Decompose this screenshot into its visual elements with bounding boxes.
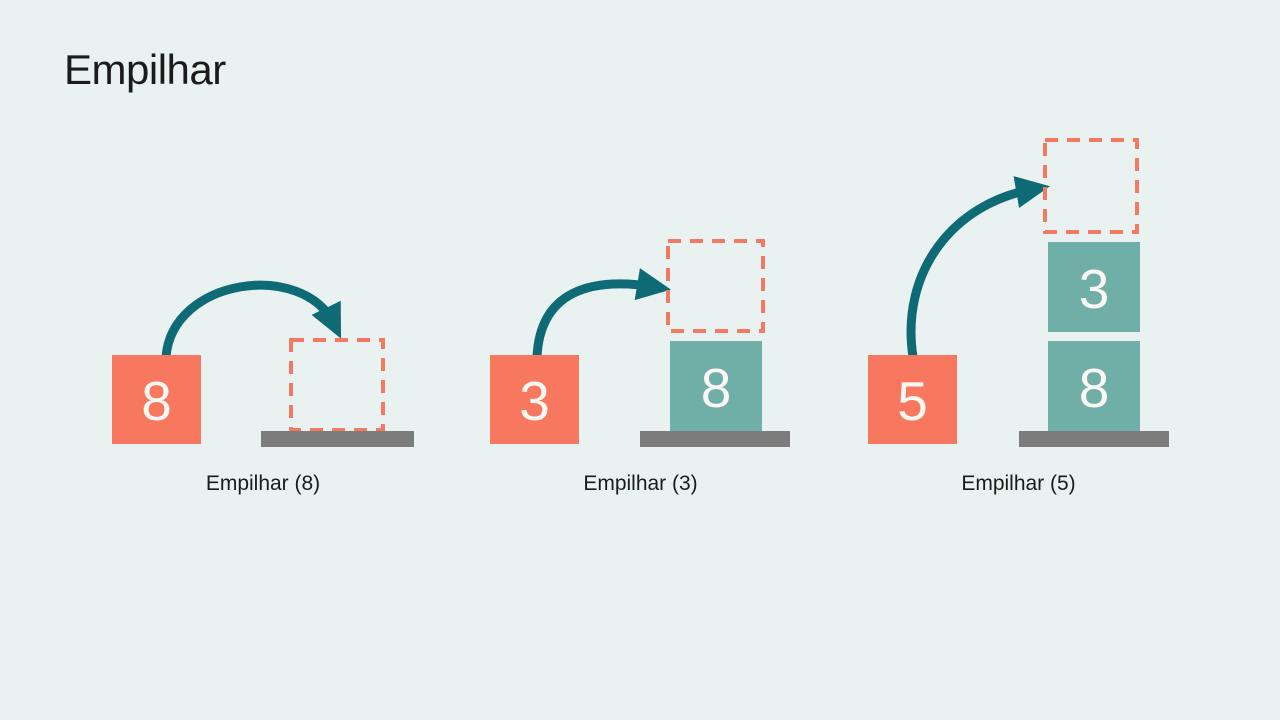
push-block: 8 — [112, 355, 201, 444]
panel-caption: Empilhar (8) — [205, 472, 321, 495]
block-value: 8 — [141, 370, 172, 432]
stack-base — [1019, 431, 1169, 447]
stack-base — [640, 431, 790, 447]
block-value: 3 — [1078, 257, 1110, 320]
panel-caption: Empilhar (5) — [961, 472, 1076, 495]
stack-block: 3 — [1048, 242, 1140, 332]
block-value: 3 — [519, 370, 550, 432]
block-value: 8 — [700, 356, 732, 419]
push-block: 5 — [868, 355, 957, 444]
push-block: 3 — [490, 355, 579, 444]
target-slot-outline — [289, 338, 385, 432]
stack-base — [261, 431, 414, 447]
stack-block: 8 — [1048, 341, 1140, 431]
target-slot-outline — [666, 239, 765, 333]
stack-block: 8 — [670, 341, 762, 431]
target-slot-outline — [1043, 138, 1139, 234]
page-title: Empilhar — [64, 46, 226, 93]
panel-caption: Empilhar (3) — [583, 472, 698, 495]
block-value: 5 — [897, 370, 928, 432]
block-value: 8 — [1078, 356, 1110, 419]
